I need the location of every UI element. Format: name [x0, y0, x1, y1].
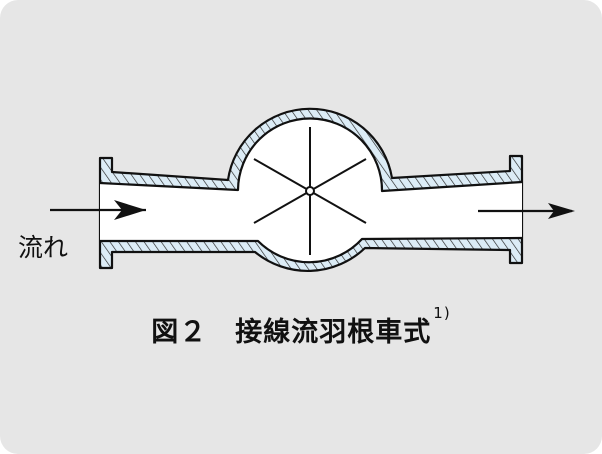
flow-label: 流れ — [18, 233, 69, 262]
caption-text: 図２ 接線流羽根車式 — [151, 317, 432, 348]
outflow-arrow-head — [548, 203, 575, 219]
caption-reference: 1) — [433, 304, 451, 322]
channel-wall-lines — [99, 117, 523, 264]
inflow-arrow-head — [114, 200, 146, 220]
figure-caption: 図２ 接線流羽根車式1) — [0, 304, 602, 349]
impeller — [253, 127, 367, 255]
impeller-hub — [305, 186, 315, 196]
